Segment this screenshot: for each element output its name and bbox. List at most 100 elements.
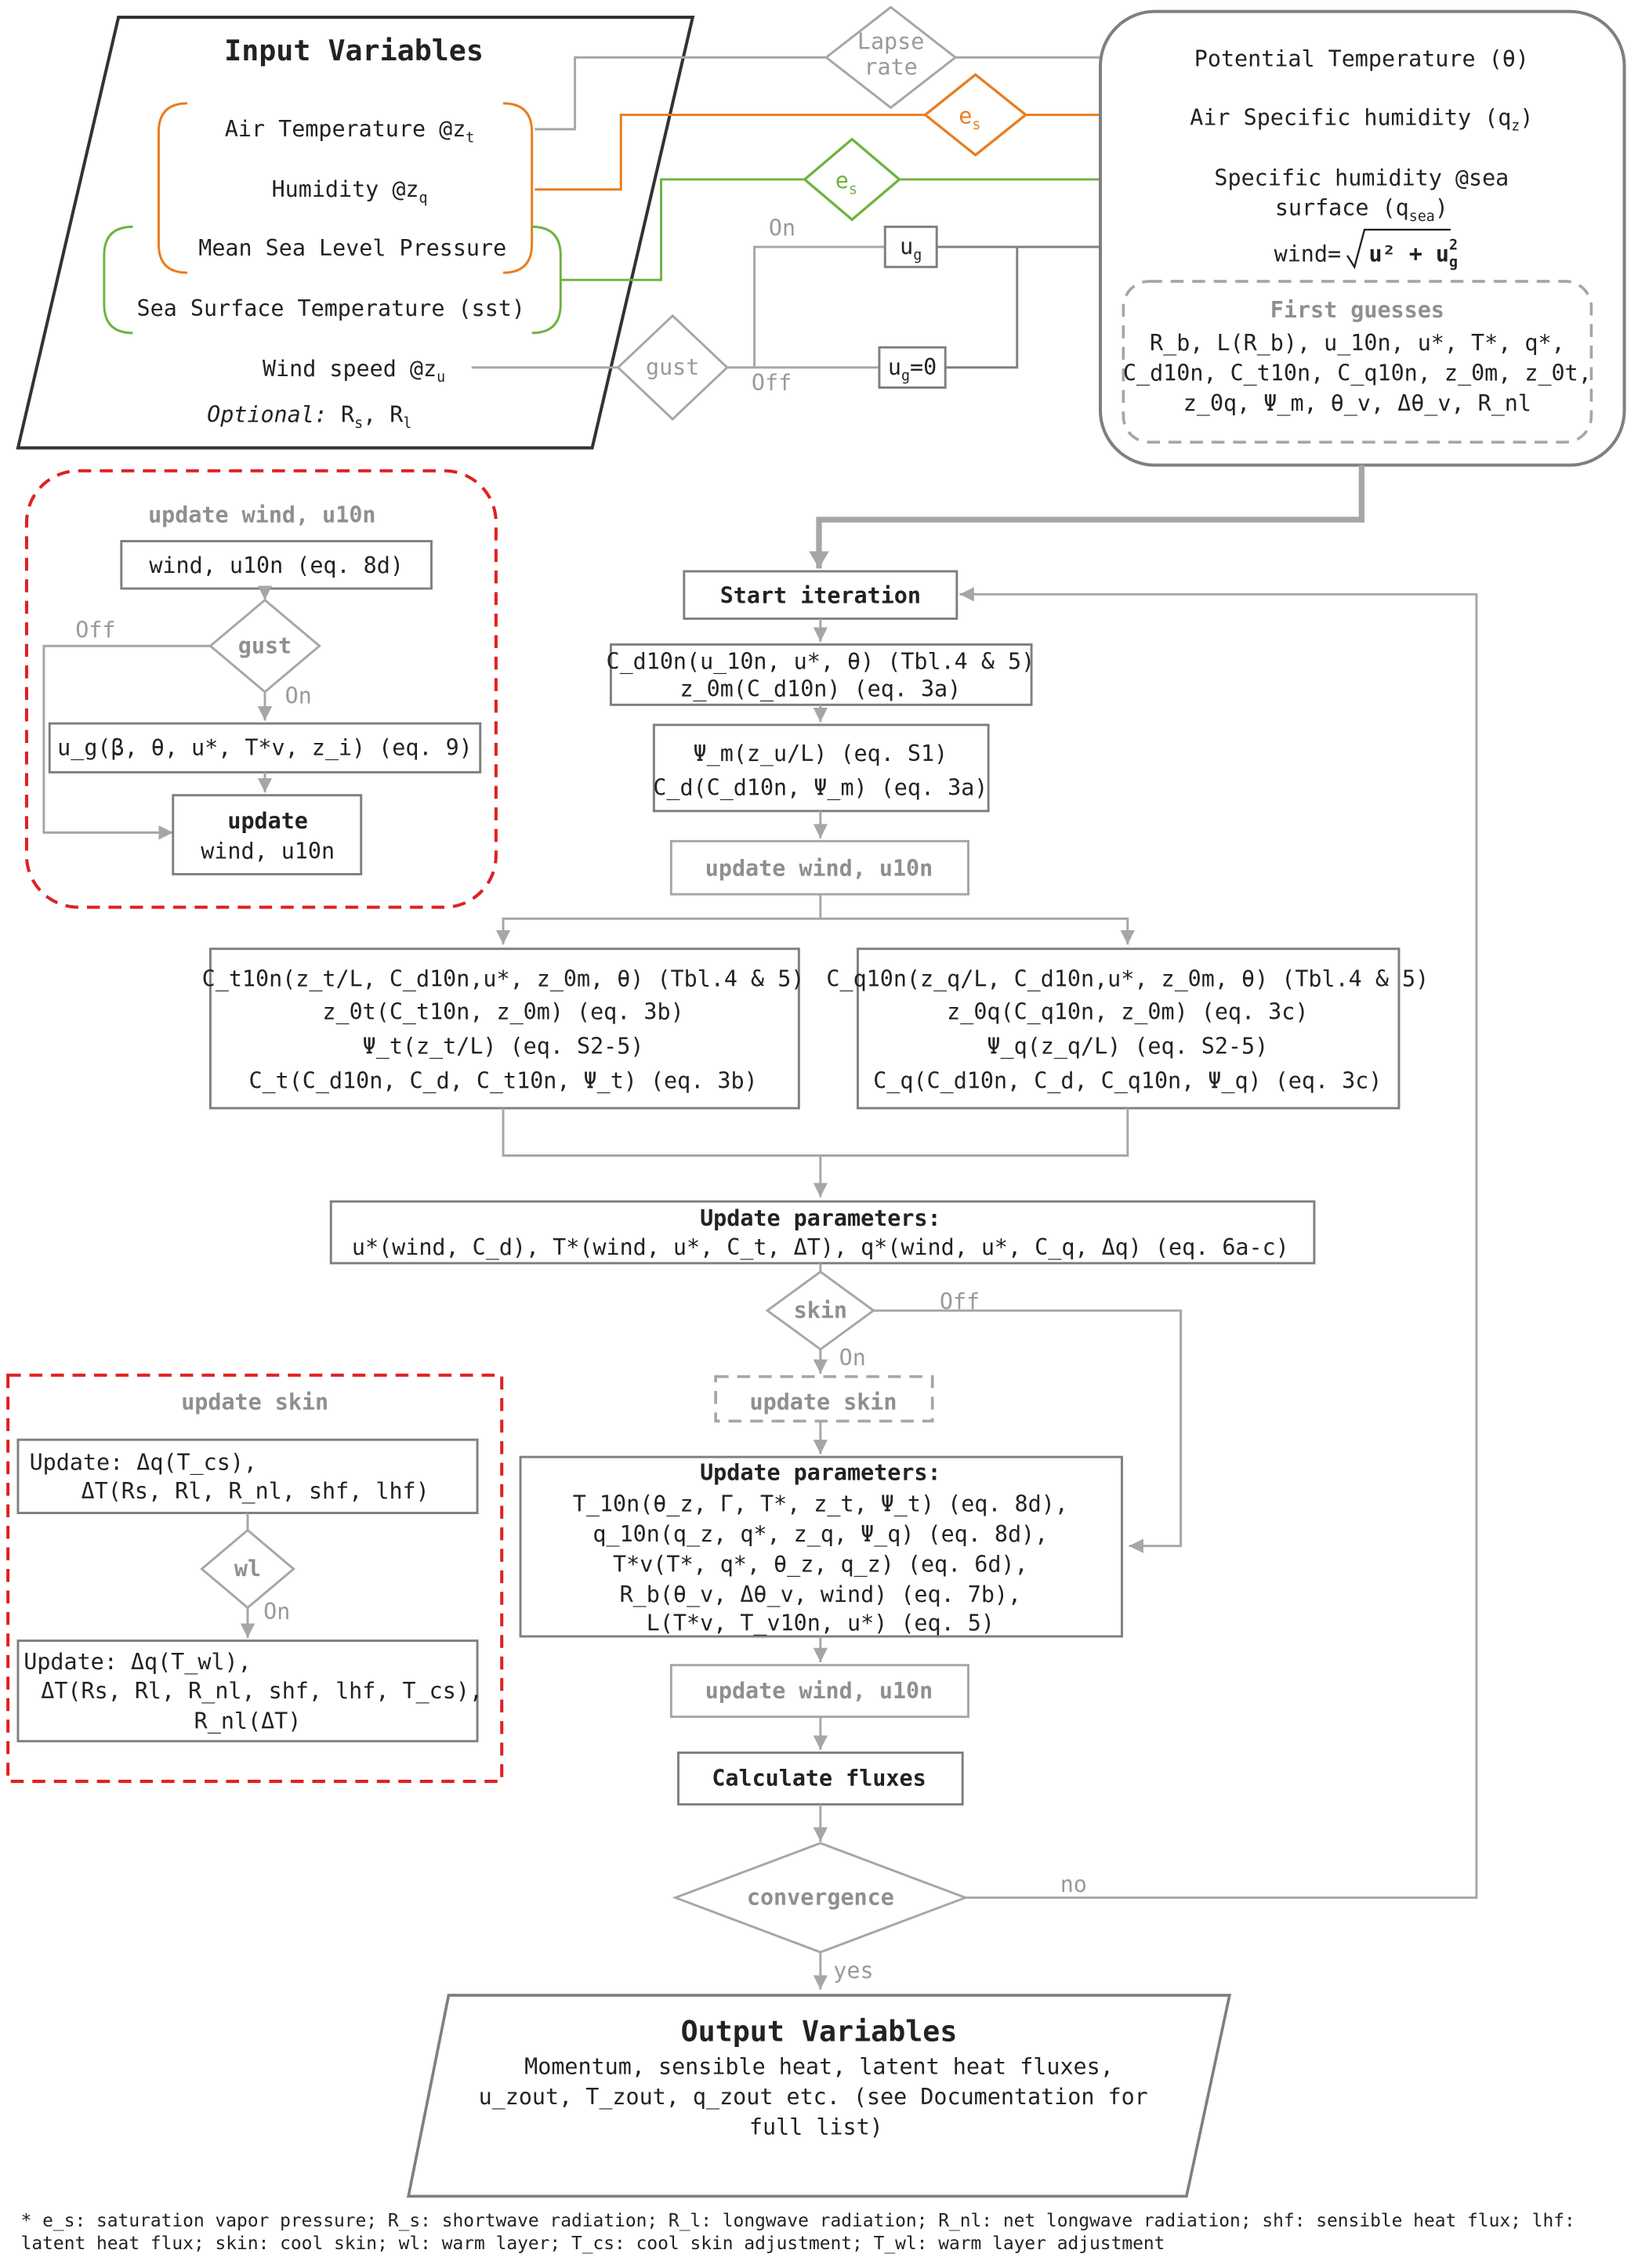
output-variables-block: Output Variables Momentum, sensible heat…	[406, 1994, 1232, 2198]
derived-variables-block: Potential Temperature (θ) Air Specific h…	[1098, 9, 1626, 467]
psi-m-box	[652, 723, 990, 813]
wl-on-label: On	[263, 1599, 290, 1625]
update-params-2-title: Update parameters:	[700, 1459, 941, 1485]
es-diamond-sea	[803, 137, 902, 222]
ct10n-line3: Ψ_t(z_t/L) (eq. S2-5)	[363, 1033, 644, 1060]
update-skin-label: update skin	[750, 1389, 897, 1415]
wind-panel-ug-box	[48, 722, 482, 774]
cq10n-box	[856, 947, 1401, 1110]
wind-formula: u² + ug2	[1369, 237, 1459, 271]
wind-panel-update-label: update	[227, 808, 308, 834]
output-line1: Momentum, sensible heat, latent heat flu…	[524, 2054, 1114, 2080]
skin-panel-box2	[16, 1639, 479, 1743]
wl-label: wl	[234, 1556, 261, 1581]
update-params-2-line3: T*v(T*, q*, θ_z, q_z) (eq. 6d),	[613, 1552, 1028, 1578]
potential-temperature: Potential Temperature (θ)	[1194, 45, 1529, 71]
input-sst: Sea Surface Temperature (sst)	[137, 295, 525, 321]
calculate-fluxes-label: Calculate fluxes	[712, 1766, 926, 1792]
skin-panel-box1-line2: ΔT(Rs, Rl, R_nl, shf, lhf)	[82, 1478, 429, 1505]
input-humidity: Humidity @zq	[272, 176, 428, 206]
sst-brace	[103, 225, 133, 335]
update-wind-panel: update wind, u10n wind, u10n (eq. 8d) gu…	[24, 469, 498, 909]
update-params-2-line4: R_b(θ_v, Δθ_v, wind) (eq. 7b),	[620, 1581, 1021, 1608]
cq10n-line4: C_q(C_d10n, C_d, C_q10n, Ψ_q) (eq. 3c)	[873, 1067, 1382, 1094]
gust-label: gust	[646, 354, 699, 380]
convergence-yes-label: yes	[833, 1958, 873, 1984]
update-params-2-line2: q_10n(q_z, q*, z_q, Ψ_q) (eq. 8d),	[593, 1521, 1048, 1548]
cq10n-line2: z_0q(C_q10n, z_0m) (eq. 3c)	[947, 998, 1308, 1025]
es-label-sea: es	[835, 168, 857, 197]
start-iteration-label: Start iteration	[720, 582, 921, 608]
input-air-temperature: Air Temperature @zt	[225, 116, 475, 146]
footnote-line2: latent heat flux; skin: cool skin; wl: w…	[21, 2234, 1165, 2254]
output-line3: full list)	[749, 2114, 883, 2140]
converter-connectors: Lapse rate es es gust On Off ug ug=0	[471, 5, 1132, 421]
wind-panel-box1-label: wind, u10n (eq. 8d)	[149, 553, 404, 578]
es-diamond-air	[922, 73, 1028, 157]
skin-panel-box2-line1: Update: Δq(T_wl),	[24, 1649, 251, 1676]
ct10n-box	[208, 947, 800, 1110]
output-title: Output Variables	[681, 2015, 958, 2049]
skin-panel-box2-line2: ΔT(Rs, Rl, R_nl, shf, lhf, T_cs),	[41, 1678, 483, 1705]
skin-on-label: On	[839, 1345, 866, 1371]
ug-label: ug	[900, 234, 922, 263]
wind-panel-ug-label: u_g(β, θ, u*, T*v, z_i) (eq. 9)	[57, 734, 473, 761]
update-params-2-box	[519, 1455, 1123, 1638]
input-mslp: Mean Sea Level Pressure	[198, 235, 506, 261]
air-specific-humidity: Air Specific humidity (qz)	[1190, 104, 1533, 134]
first-guesses-line3: z_0q, Ψ_m, θ_v, Δθ_v, R_nl	[1183, 390, 1531, 417]
update-skin-box	[714, 1375, 934, 1423]
gust-on-label: On	[769, 215, 795, 241]
first-guesses-title: First guesses	[1270, 297, 1444, 323]
wind-panel-update-box	[172, 794, 363, 875]
psi-m-line1: Ψ_m(z_u/L) (eq. S1)	[694, 741, 948, 767]
cq10n-line1: C_q10n(z_q/L, C_d10n,u*, z_0m, θ) (Tbl.4…	[826, 966, 1429, 992]
sea-humidity-line1: Specific humidity @sea	[1214, 165, 1509, 190]
es-label-air: es	[959, 103, 980, 133]
wind-panel-gust-label: gust	[238, 632, 292, 658]
first-guesses-line2: C_d10n, C_t10n, C_q10n, z_0m, z_0t,	[1123, 360, 1592, 386]
input-variables-block: Input Variables Air Temperature @zt Humi…	[16, 15, 695, 450]
wind-panel-box1	[120, 540, 433, 590]
update-wind-label-2: update wind, u10n	[705, 1678, 933, 1704]
ct10n-line1: C_t10n(z_t/L, C_d10n,u*, z_0m, θ) (Tbl.4…	[202, 966, 805, 992]
output-line2: u_zout, T_zout, q_zout etc. (see Documen…	[479, 2084, 1148, 2110]
ct10n-line2: z_0t(C_t10n, z_0m) (eq. 3b)	[322, 998, 683, 1025]
main-iteration-flow: Start iteration C_d10n(u_10n, u*, θ) (Tb…	[202, 570, 1478, 1990]
psi-m-line2: C_d(C_d10n, Ψ_m) (eq. 3a)	[653, 775, 988, 802]
footnote-line1: * e_s: saturation vapor pressure; R_s: s…	[21, 2211, 1575, 2231]
gust-diamond	[616, 313, 729, 421]
lapse-rate-diamond	[824, 5, 958, 110]
wind-formula-label: wind=	[1274, 241, 1341, 266]
wind-panel-on: On	[285, 683, 312, 709]
input-title: Input Variables	[224, 34, 484, 67]
humidity-brace	[157, 102, 188, 274]
update-wind-label-1: update wind, u10n	[705, 855, 933, 881]
update-params-1-box	[329, 1200, 1316, 1265]
first-guess-to-start-arrow	[809, 465, 1365, 569]
update-params-2-line1: T_10n(θ_z, Γ, T*, z_t, Ψ_t) (eq. 8d),	[573, 1491, 1068, 1518]
lapse-rate-label-2: rate	[864, 54, 917, 80]
wind-panel-off: Off	[75, 617, 115, 643]
update-params-1-title: Update parameters:	[700, 1205, 941, 1231]
wind-panel-title: update wind, u10n	[148, 502, 375, 528]
lapse-rate-label-1: Lapse	[857, 28, 924, 54]
cd10n-box	[609, 643, 1033, 706]
update-params-1-line: u*(wind, C_d), T*(wind, u*, C_t, ΔT), q*…	[352, 1234, 1289, 1261]
ug-box	[883, 225, 938, 269]
ug-zero-label: ug=0	[888, 354, 937, 384]
skin-panel-box1-line1: Update: Δq(T_cs),	[30, 1450, 257, 1476]
convergence-label: convergence	[747, 1885, 894, 1911]
input-optional: Optional: Rs, Rl	[207, 402, 411, 432]
convergence-no-label: no	[1060, 1871, 1087, 1897]
first-guesses-line1: R_b, L(R_b), u_10n, u*, T*, q*,	[1150, 330, 1565, 357]
cd10n-line1: C_d10n(u_10n, u*, θ) (Tbl.4 & 5)	[606, 649, 1035, 676]
cd10n-line2: z_0m(C_d10n) (eq. 3a)	[679, 676, 961, 702]
sqrt-sign	[1346, 228, 1451, 270]
gust-off-label: Off	[752, 370, 792, 396]
sea-humidity-line2: surface (qsea)	[1275, 195, 1448, 225]
ct10n-line4: C_t(C_d10n, C_d, C_t10n, Ψ_t) (eq. 3b)	[248, 1067, 757, 1094]
skin-label: skin	[794, 1297, 847, 1323]
skin-panel-title: update skin	[181, 1389, 328, 1415]
